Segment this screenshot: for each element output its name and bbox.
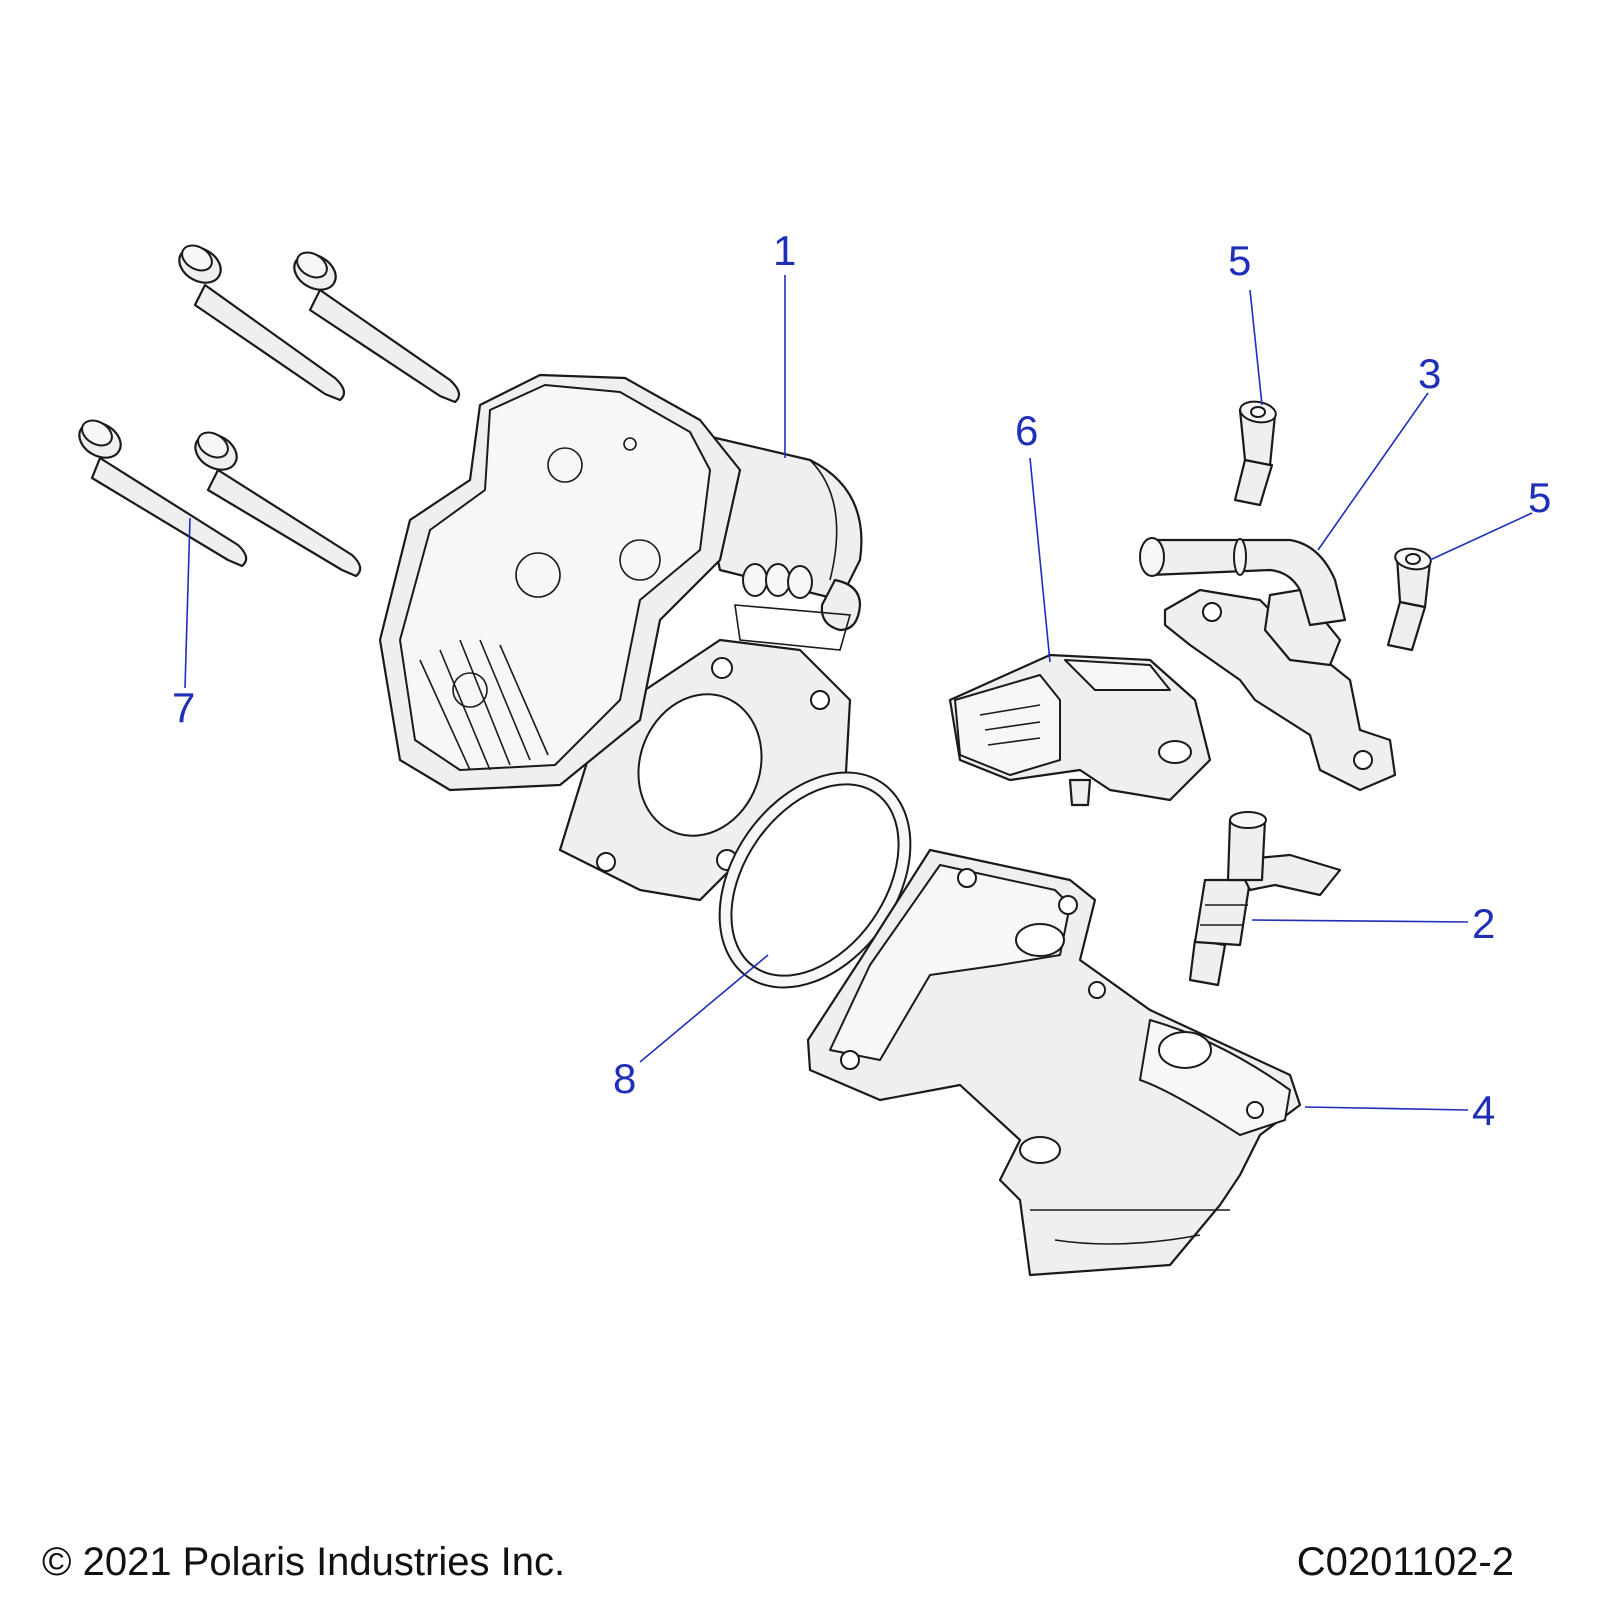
leader-7 bbox=[184, 517, 191, 689]
bolt bbox=[178, 244, 346, 402]
o-ring bbox=[718, 771, 912, 989]
fuel-injector bbox=[1188, 811, 1342, 987]
leader-4 bbox=[1304, 1106, 1469, 1111]
callout-3: 3 bbox=[1418, 350, 1441, 397]
callout-labels: 1 2 3 4 5 5 6 7 8 bbox=[172, 227, 1551, 1134]
fuel-fitting-bracket bbox=[1139, 537, 1397, 792]
leader-6 bbox=[1029, 457, 1051, 663]
intake-manifold bbox=[806, 848, 1302, 1277]
callout-2: 2 bbox=[1472, 900, 1495, 947]
callout-7: 7 bbox=[172, 684, 195, 731]
callout-4: 4 bbox=[1472, 1087, 1495, 1134]
bolt bbox=[194, 431, 362, 578]
cap-screw bbox=[1233, 400, 1277, 507]
cap-screw bbox=[1386, 547, 1432, 652]
copyright-notice: © 2021 Polaris Industries Inc. bbox=[42, 1540, 566, 1584]
leader-3 bbox=[1317, 392, 1429, 551]
callout-1: 1 bbox=[773, 227, 796, 274]
leader-2 bbox=[1251, 919, 1469, 923]
connector-clips bbox=[734, 563, 852, 651]
callout-5: 5 bbox=[1528, 474, 1551, 521]
map-sensor bbox=[948, 653, 1212, 807]
bolt bbox=[293, 251, 461, 404]
leader-5b bbox=[1429, 512, 1533, 561]
leader-8 bbox=[639, 954, 769, 1063]
leader-5a bbox=[1249, 289, 1263, 406]
bolt bbox=[78, 419, 248, 568]
housing-ribs bbox=[419, 639, 549, 771]
callout-5: 5 bbox=[1228, 237, 1251, 284]
drawing-number: C0201102-2 bbox=[1296, 1540, 1514, 1584]
callout-8: 8 bbox=[613, 1055, 636, 1102]
throttle-body bbox=[378, 373, 863, 902]
callout-6: 6 bbox=[1015, 407, 1038, 454]
leader-lines bbox=[184, 275, 1533, 1111]
bolt-set bbox=[78, 244, 461, 578]
